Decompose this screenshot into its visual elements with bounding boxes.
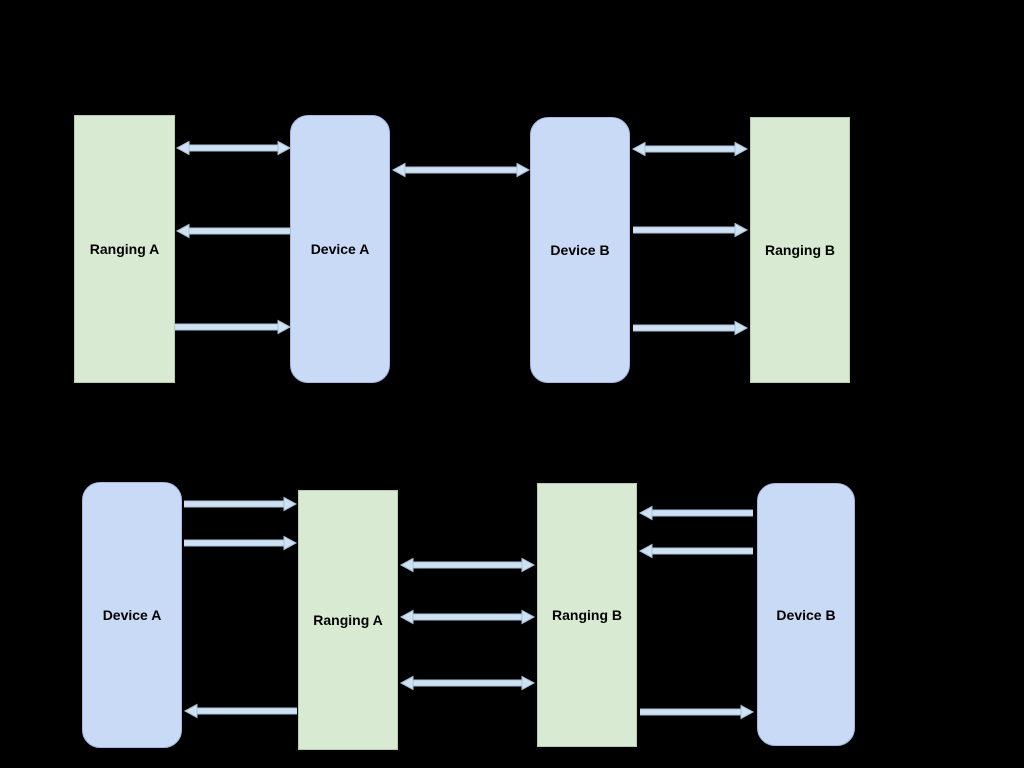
arrow-bottom-deviceA-to-rangingA-2 [184, 535, 298, 551]
bottom-ranging-b-label: Ranging B [552, 607, 622, 623]
arrow-top-deviceB-rangingB-bidirectional [631, 141, 749, 157]
arrow-bottom-rangingA-rangingB-bidirectional-3 [399, 675, 536, 691]
top-device-a-box: Device A [290, 115, 390, 383]
arrow-bottom-rangingB-to-deviceB [640, 704, 755, 720]
top-ranging-a-label: Ranging A [89, 241, 160, 257]
bottom-device-b-label: Device B [776, 606, 836, 623]
top-device-b-label: Device B [550, 242, 610, 258]
arrow-bottom-deviceB-to-rangingB-1 [638, 505, 753, 521]
bottom-device-b-box: Device B [757, 483, 855, 746]
top-device-b-box: Device B [530, 117, 630, 383]
arrow-top-deviceB-to-rangingB-1 [633, 222, 749, 238]
arrow-top-deviceA-to-rangingA [175, 223, 290, 239]
bottom-ranging-b-box: Ranging B [537, 483, 637, 747]
bottom-device-a-label: Device A [102, 607, 162, 623]
arrow-top-deviceA-deviceB-bidirectional [391, 162, 531, 178]
arrow-bottom-deviceB-to-rangingB-2 [638, 543, 753, 559]
bottom-ranging-a-label: Ranging A [313, 612, 383, 628]
arrow-bottom-deviceA-to-rangingA-1 [184, 496, 298, 512]
arrow-bottom-rangingA-to-deviceA [183, 703, 297, 719]
bottom-ranging-a-box: Ranging A [298, 490, 398, 750]
arrow-bottom-rangingA-rangingB-bidirectional-1 [399, 557, 536, 573]
top-ranging-b-box: Ranging B [750, 117, 850, 383]
arrow-top-rangingA-to-deviceA [175, 319, 292, 335]
top-ranging-b-label: Ranging B [765, 242, 835, 258]
arrow-top-rangingA-deviceA-bidirectional [175, 140, 292, 156]
top-device-a-label: Device A [310, 241, 370, 257]
arrow-bottom-rangingA-rangingB-bidirectional-2 [399, 609, 536, 625]
bottom-device-a-box: Device A [82, 482, 182, 748]
top-ranging-a-box: Ranging A [74, 115, 175, 383]
arrow-top-deviceB-to-rangingB-2 [633, 320, 749, 336]
